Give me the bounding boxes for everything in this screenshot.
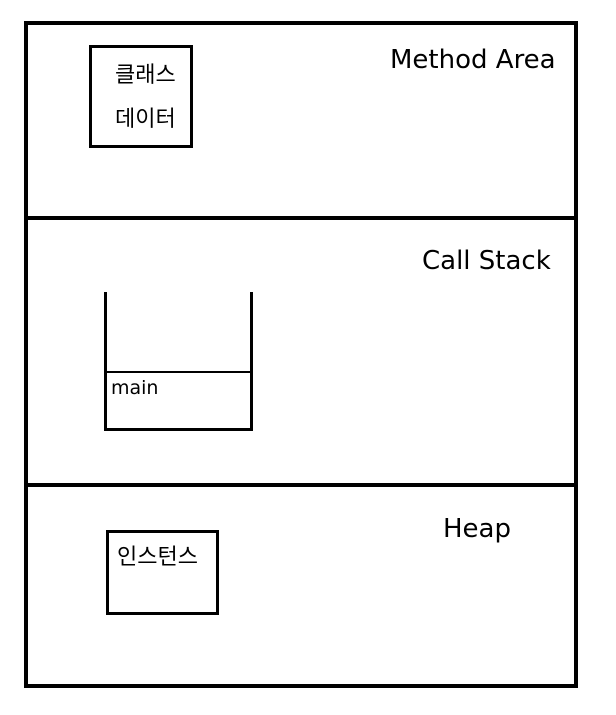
method-area-divider <box>24 216 578 220</box>
instance-box: 인스턴스 <box>106 530 219 615</box>
class-data-box: 클래스 데이터 <box>89 45 193 148</box>
outer-border-right <box>574 21 578 688</box>
outer-border-left <box>24 21 28 688</box>
class-data-line-2: 데이터 <box>115 107 176 132</box>
method-area-title: Method Area <box>390 45 556 75</box>
stack-left-wall <box>104 292 107 431</box>
call-stack-title: Call Stack <box>422 246 551 276</box>
call-stack-divider <box>24 483 578 487</box>
stack-bottom <box>104 428 253 431</box>
heap-title: Heap <box>443 514 511 544</box>
stack-right-wall <box>250 292 253 431</box>
stack-frame-main: main <box>111 377 159 399</box>
stack-frame-divider <box>104 371 253 373</box>
instance-label: 인스턴스 <box>117 545 198 570</box>
outer-border-bottom <box>24 684 578 688</box>
class-data-line-1: 클래스 <box>115 63 176 88</box>
outer-border-top <box>24 21 578 25</box>
